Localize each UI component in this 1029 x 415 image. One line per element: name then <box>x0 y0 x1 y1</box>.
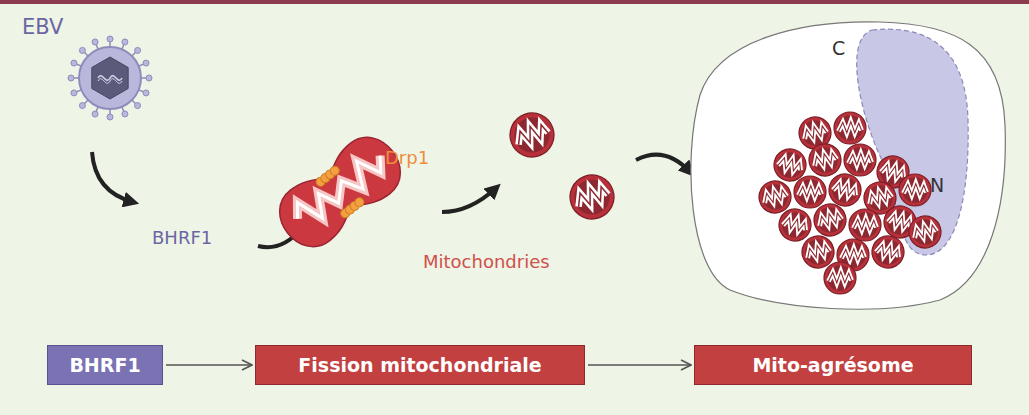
box-text: Mito-agrésome <box>752 354 913 376</box>
drp1-bead <box>353 196 366 209</box>
mitochondrion <box>810 200 849 239</box>
virus <box>68 36 152 120</box>
virus-name: EBV <box>22 16 63 39</box>
curved-arrow <box>442 188 496 212</box>
mitochondrion <box>824 262 856 294</box>
top-rule <box>0 0 1029 4</box>
drp1-bead <box>328 164 341 177</box>
dividing-mitochondrion <box>268 126 412 258</box>
mitochondrion <box>794 176 826 208</box>
mitochondrion <box>905 212 944 251</box>
flow-arrow <box>166 364 252 366</box>
mitochondrion <box>868 232 907 271</box>
protein-name: Drp1 <box>385 148 429 168</box>
process-box: Mito-agrésome <box>694 345 972 385</box>
compartment-letter: C <box>832 38 845 59</box>
mitochondrion <box>899 174 931 206</box>
box-text: Fission mitochondriale <box>298 354 541 376</box>
process-box: Fission mitochondriale <box>255 345 585 385</box>
mitochondrion <box>849 209 881 241</box>
mitochondrion <box>844 144 876 176</box>
curved-arrow <box>92 152 133 202</box>
mitochondrion <box>805 140 844 179</box>
mitochondrion <box>834 112 866 144</box>
organelle-name: Mitochondries <box>423 252 550 272</box>
cell <box>691 22 1005 309</box>
mitochondrion <box>564 169 620 225</box>
flow-arrow <box>588 364 691 366</box>
box-text: BHRF1 <box>69 354 140 376</box>
process-box: BHRF1 <box>47 345 163 385</box>
mitochondrion <box>504 107 560 163</box>
compartment-letter: N <box>930 175 944 196</box>
curved-arrow <box>636 155 690 172</box>
protein-name: BHRF1 <box>152 228 212 248</box>
